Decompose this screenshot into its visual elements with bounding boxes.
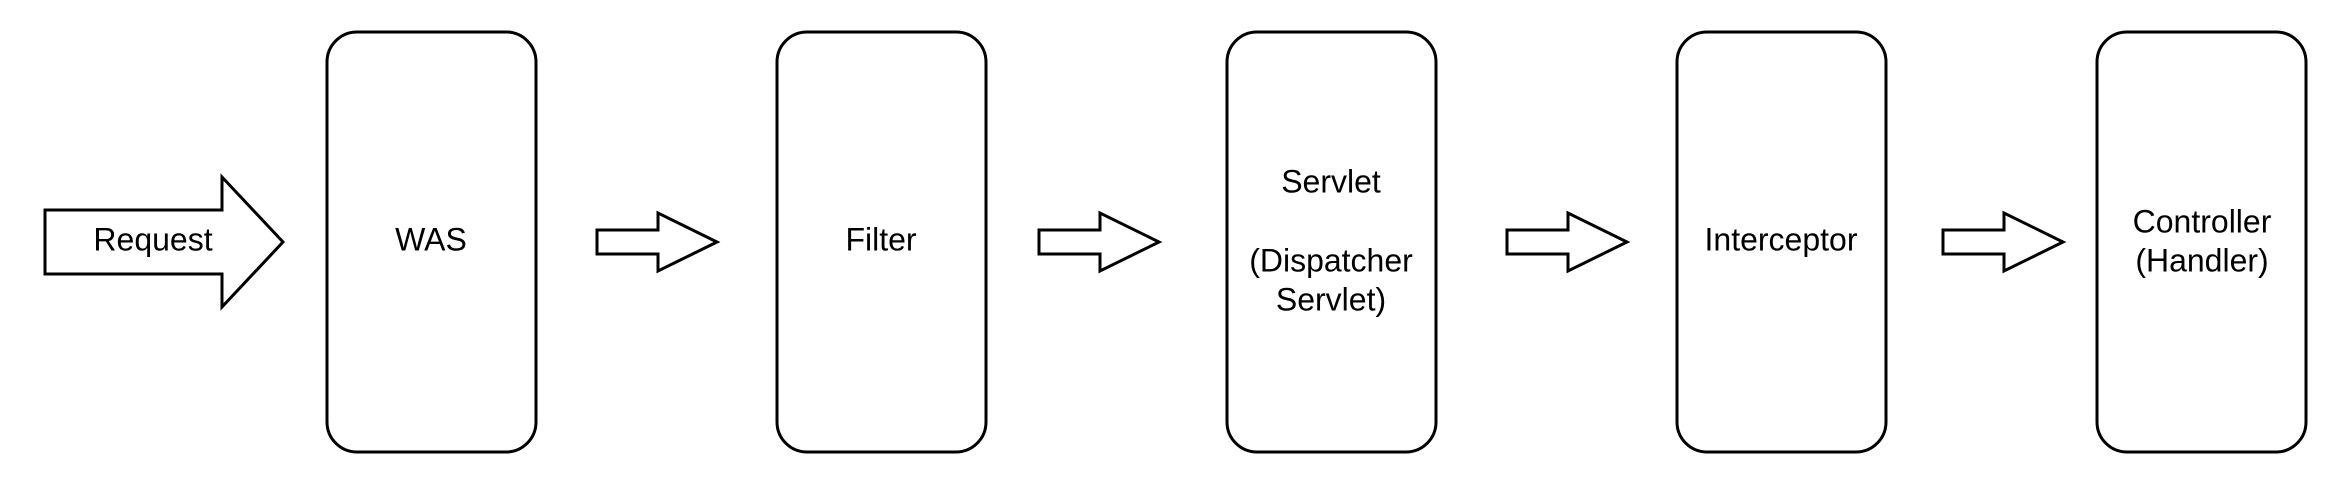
was-label: WAS: [395, 221, 467, 257]
interceptor-box: Interceptor: [1675, 30, 1888, 454]
request-arrow-shape: [43, 173, 286, 311]
servlet-label-line-1: Servlet: [1281, 163, 1381, 199]
filter-to-servlet-arrow: [1037, 210, 1163, 274]
servlet-box-shape: [1225, 30, 1438, 454]
request-arrow: Request: [43, 173, 286, 311]
interceptor-to-controller-arrow: [1941, 210, 2067, 274]
servlet-to-interceptor-arrow: [1505, 210, 1631, 274]
was-to-filter-arrow: [595, 210, 721, 274]
controller-box: Controller (Handler): [2095, 30, 2308, 454]
was-box-shape: [325, 30, 538, 454]
interceptor-label: Interceptor: [1705, 221, 1858, 257]
controller-label-line-2: (Handler): [2135, 242, 2268, 278]
servlet-box: Servlet (Dispatcher Servlet): [1225, 30, 1438, 454]
was-box: WAS: [325, 30, 538, 454]
filter-label: Filter: [845, 221, 916, 257]
controller-label-line-1: Controller: [2133, 203, 2272, 239]
servlet-label-line-3: (Dispatcher: [1249, 242, 1413, 278]
filter-box-shape: [775, 30, 988, 454]
filter-box: Filter: [775, 30, 988, 454]
controller-box-shape: [2095, 30, 2308, 454]
interceptor-box-shape: [1675, 30, 1888, 454]
servlet-label-line-4: Servlet): [1276, 281, 1386, 317]
request-label: Request: [93, 221, 212, 257]
